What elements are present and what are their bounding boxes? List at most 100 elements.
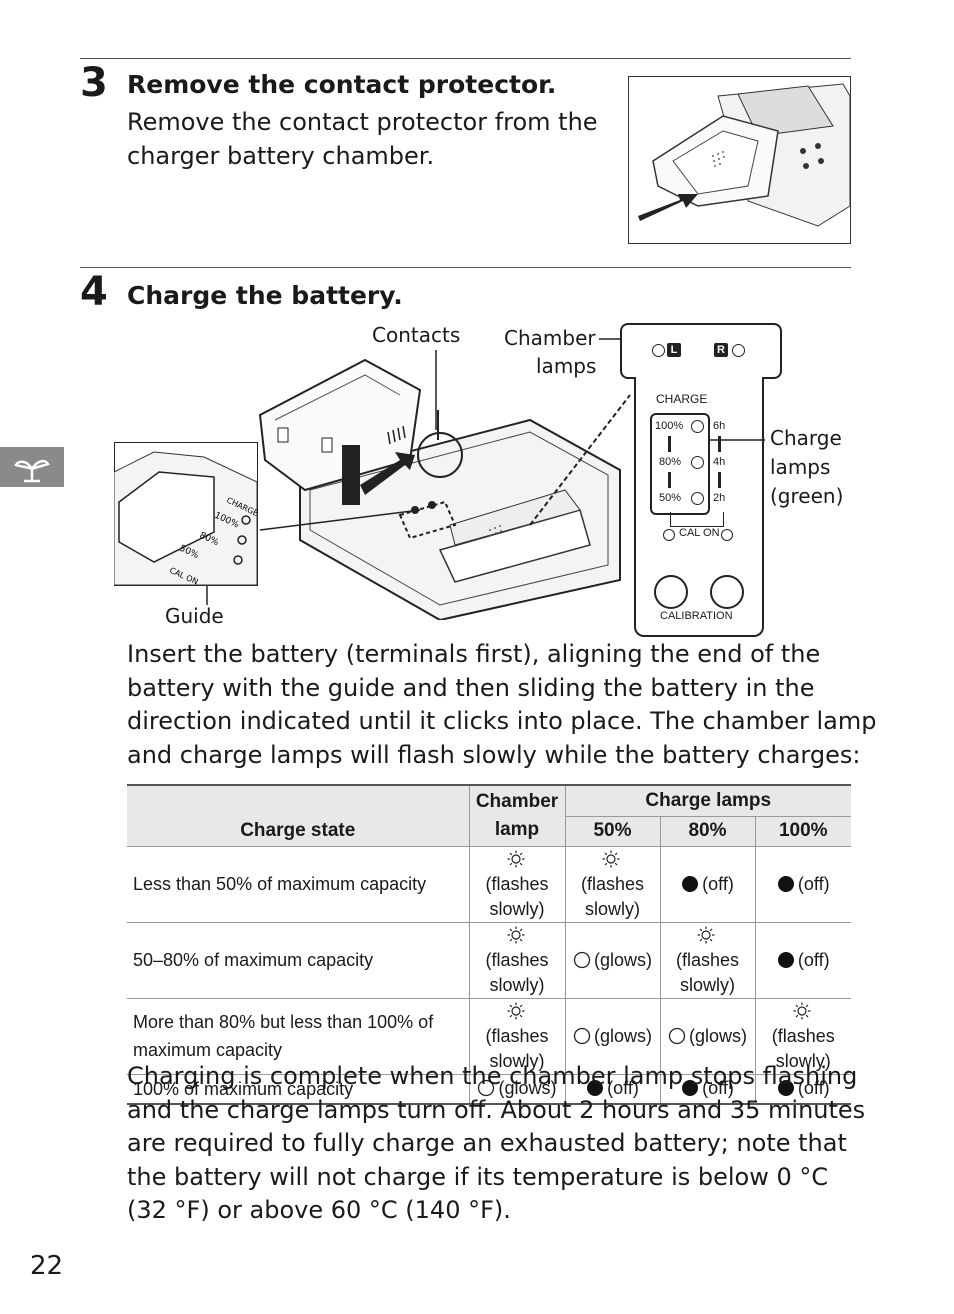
charge-state-cell: 50–80% of maximum capacity [127, 921, 470, 999]
lamp-glow-icon [573, 1027, 591, 1044]
lamp-state-cell: (off) [659, 1073, 756, 1105]
lamp-80-circle [691, 456, 704, 469]
lamp-state-label: slowly) [489, 1050, 545, 1071]
lamp-state-label: (off) [702, 873, 734, 894]
lamp-state-text: (flashes [572, 847, 654, 897]
lamp-state-label: slowly) [679, 974, 735, 995]
charger-illustration [206, 358, 631, 620]
lamp-state-text: (glows) [476, 1076, 559, 1101]
lamp-off-icon [777, 1080, 794, 1097]
lamp-state-label: (off) [702, 1078, 734, 1099]
table-row: 50–80% of maximum capacity (flashes slowly… [127, 921, 851, 999]
lamp-state-text: (flashes [476, 999, 559, 1049]
lamp-glow-icon [573, 951, 591, 968]
guide-inset-illustration: CHARGE 100% 80% 50% CAL ON [114, 442, 258, 586]
step4-intro: Insert the battery (terminals first), al… [127, 638, 876, 772]
lamp-state-label: (glows) [688, 1025, 747, 1046]
closing-line: are required to fully charge an exhauste… [127, 1129, 847, 1157]
lamp-left-circle [652, 344, 665, 357]
closing-line: (32 °F) or above 60 °C (140 °F). [127, 1196, 511, 1224]
lamp-state-text: (glows) [572, 948, 654, 973]
cal-on-bracket [670, 512, 724, 527]
panel-cal-on-label: CAL ON [679, 527, 720, 539]
panel-80-label: 80% [659, 456, 682, 468]
lamp-state-cell: (off) [754, 845, 851, 923]
lamp-off-icon [587, 1080, 604, 1097]
lamp-100-circle [691, 420, 704, 433]
header-charge-lamps: Charge lamps [564, 784, 851, 817]
lamp-state-label: (glows) [498, 1078, 557, 1099]
charge-lamps-label-line1: Charge [770, 426, 842, 450]
step3-title: Remove the contact protector. [127, 70, 557, 99]
lamp-state-cell: (off) [754, 1073, 851, 1105]
lamp-flash-icon [507, 850, 524, 867]
lamp-state-cell: (off) [564, 1073, 661, 1105]
intro-line: and charge lamps will flash slowly while… [127, 740, 861, 769]
header-chamber-line: Chamber [475, 790, 559, 812]
lamp-state-text: (flashes [476, 847, 559, 897]
lamp-state-cell: (flashes slowly) [659, 921, 756, 999]
charge-state-text: maximum capacity [133, 1040, 283, 1060]
page-number: 22 [30, 1251, 64, 1281]
lamp-off-icon [777, 951, 794, 968]
lamp-flash-icon [507, 1002, 524, 1019]
closing-line: Charging is complete when the chamber la… [127, 1062, 858, 1090]
lamp-flash-icon [793, 1002, 811, 1019]
panel-charge-label: CHARGE [656, 392, 708, 406]
lamp-50-circle [691, 492, 704, 505]
lamp-state-cell: (off) [754, 921, 851, 999]
lamp-state-label: (glows) [593, 949, 652, 970]
table-row: 100% of maximum capacity (glows) (off) (off… [127, 1073, 851, 1105]
panel-100-label: 100% [655, 420, 684, 432]
lamp-off-icon [777, 875, 794, 892]
lamp-state-label: (flashes [485, 1025, 549, 1046]
lamp-state-cell: (flashes slowly) [468, 997, 566, 1075]
panel-calibration-label: CALIBRATION [660, 610, 733, 622]
header-charge-state-text: Charge state [240, 819, 356, 841]
lamp-state-label: slowly) [775, 1050, 831, 1071]
cal-right-circle [721, 529, 733, 541]
panel-4h-label: 4h [713, 456, 726, 468]
lamp-state-cell: (glows) [659, 997, 756, 1075]
lamp-right-circle [732, 344, 745, 357]
lamp-state-text: (off) [762, 1076, 846, 1101]
callout-lines [435, 338, 765, 441]
lamp-glow-icon [668, 1027, 686, 1044]
lamp-state-label: slowly) [489, 898, 545, 919]
lamp-state-cell: (off) [659, 845, 756, 923]
lamp-left-badge: L [667, 343, 681, 357]
charge-state-text: More than 80% but less than 100% of [133, 1012, 434, 1032]
chamber-lamps-label-line1: Chamber [504, 326, 596, 350]
panel-2h-label: 2h [713, 492, 726, 504]
lamp-glow-icon [478, 1080, 495, 1097]
lamp-state-label: (flashes [485, 949, 549, 970]
header-50: 50% [564, 815, 661, 847]
closing-paragraph: Charging is complete when the chamber la… [127, 1060, 865, 1228]
sprout-icon [14, 459, 50, 483]
lamp-state-label: (glows) [593, 1025, 652, 1046]
charge-state-text: 100% of maximum capacity [133, 1078, 354, 1099]
lamp-state-text: (off) [667, 1076, 749, 1101]
section-rule [80, 267, 851, 268]
lamp-state-text: (flashes [476, 923, 559, 973]
charge-state-cell: More than 80% but less than 100% of maxim… [127, 997, 470, 1075]
lamp-state-text: (off) [762, 872, 846, 897]
lamp-state-text: (glows) [667, 1024, 749, 1049]
section-tab-icon [0, 447, 64, 487]
step3-text: Remove the contact protector from the ch… [127, 106, 598, 173]
step3-line: Remove the contact protector from the [127, 108, 598, 136]
lamp-state-label: slowly) [489, 974, 545, 995]
lamp-state-label: (flashes [580, 873, 645, 894]
lamp-bar-right-1 [718, 436, 721, 452]
lamp-state-cell: (glows) [564, 921, 661, 999]
lamp-bar-left-2 [668, 472, 671, 488]
guide-label: Guide [165, 604, 224, 628]
lamp-state-label: (off) [797, 949, 830, 970]
charge-state-text: 50–80% of maximum capacity [133, 950, 374, 970]
lamp-state-label: (flashes [675, 949, 740, 970]
step4-title: Charge the battery. [127, 281, 403, 310]
header-100: 100% [754, 815, 851, 847]
